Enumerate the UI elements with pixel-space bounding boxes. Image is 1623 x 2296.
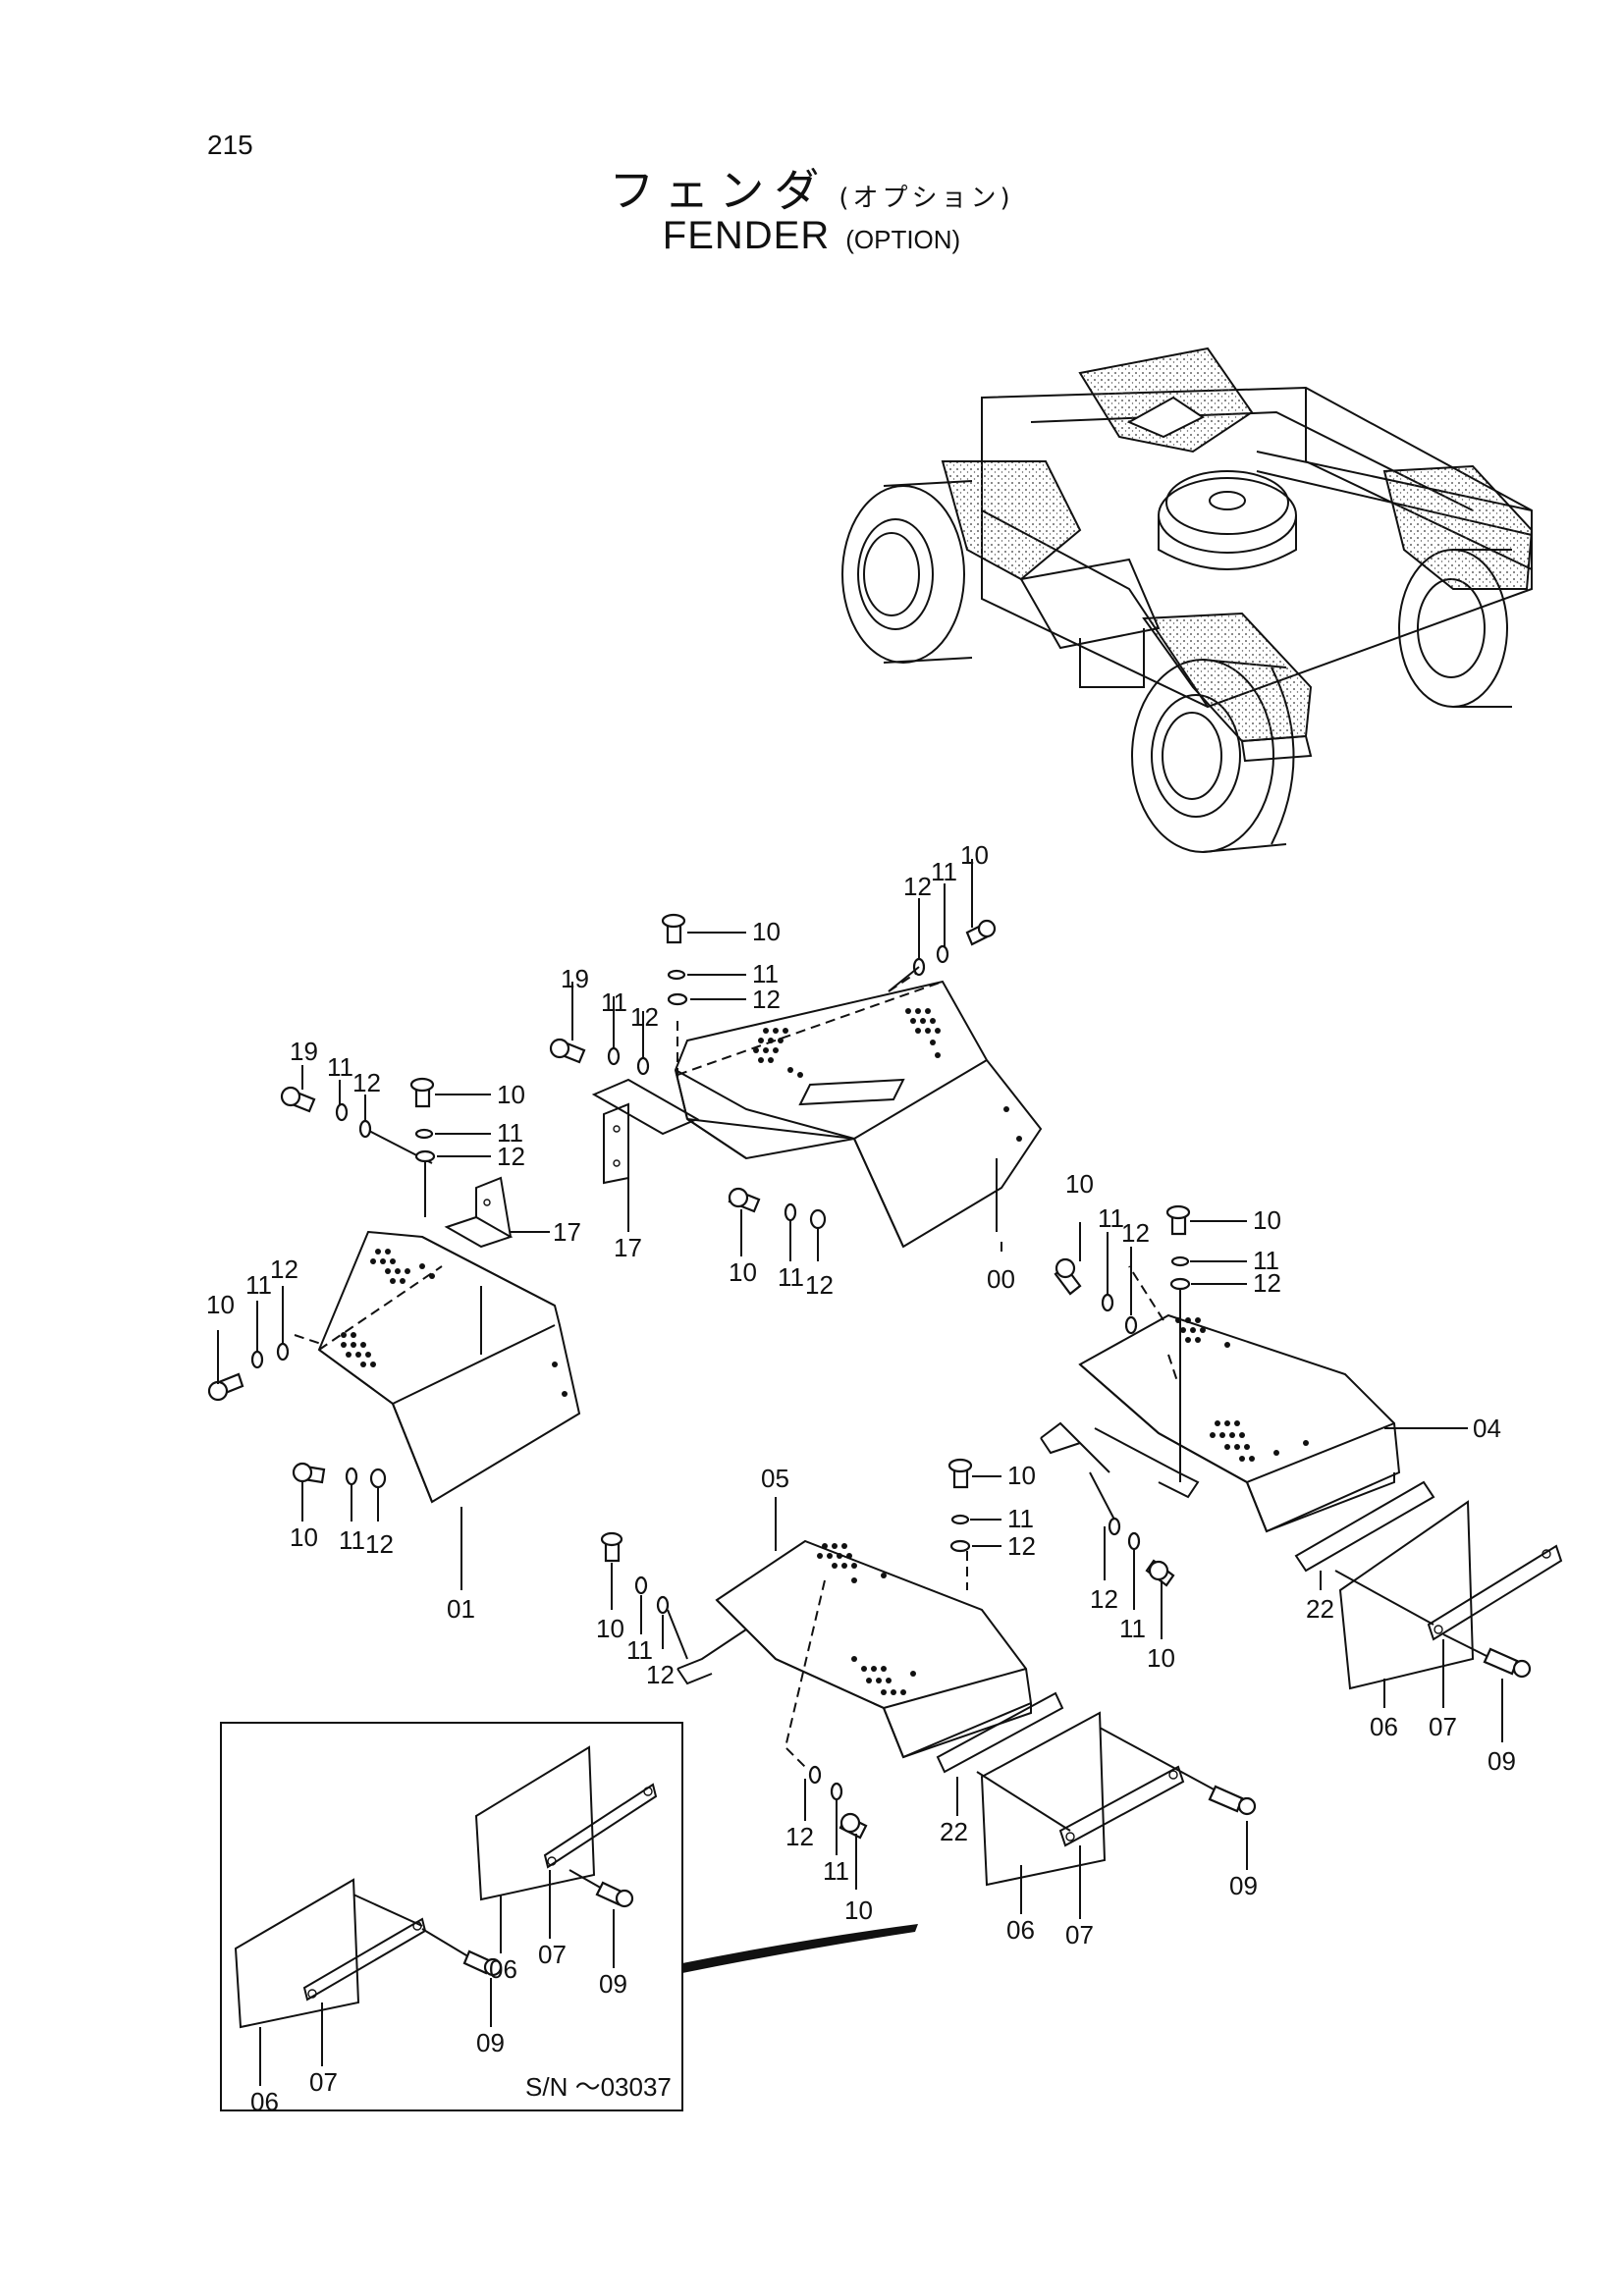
- callout-11: 11: [1007, 1504, 1034, 1533]
- callout-12: 12: [903, 872, 932, 901]
- callout-12: 12: [352, 1068, 381, 1097]
- bolt-09-center: [1208, 1785, 1257, 1816]
- hole-pattern: [817, 1543, 916, 1695]
- callout-10: 10: [1147, 1643, 1175, 1673]
- callout-10: 10: [752, 917, 781, 946]
- callout-10: 10: [1007, 1461, 1036, 1490]
- callout-labels: 10 11 12 19 11 12 12 11 10 17 10 11 12 0…: [206, 840, 1516, 2116]
- callout-09: 09: [476, 2028, 505, 2057]
- callout-00: 00: [987, 1264, 1015, 1294]
- callout-11: 11: [823, 1856, 849, 1886]
- callout-09: 09: [1488, 1746, 1516, 1776]
- callout-06: 06: [1006, 1915, 1035, 1945]
- mudflap-assembly-right: [1294, 1480, 1563, 1690]
- bolt-09-inset-upper: [595, 1881, 634, 1908]
- callout-04: 04: [1473, 1414, 1501, 1443]
- mudflap-assembly-center: [936, 1691, 1257, 1887]
- callout-11: 11: [778, 1262, 804, 1292]
- overview-fender-left-rear: [941, 460, 1082, 581]
- callout-12: 12: [646, 1660, 675, 1689]
- callout-01: 01: [447, 1594, 475, 1624]
- callout-10: 10: [1065, 1169, 1094, 1199]
- inset-pointer-arrow: [682, 1924, 918, 1973]
- fender-part-04: [1040, 1265, 1401, 1533]
- callout-05: 05: [761, 1464, 789, 1493]
- fasteners: [207, 859, 1247, 1890]
- callout-12: 12: [805, 1270, 834, 1300]
- callout-10: 10: [729, 1257, 757, 1287]
- inset-box-earlier-serial: S/N ～03037: [220, 1722, 683, 2111]
- wheel-rear-left: [841, 480, 973, 664]
- callout-09: 09: [1229, 1871, 1258, 1900]
- callout-12: 12: [630, 1002, 659, 1032]
- callout-10: 10: [596, 1614, 624, 1643]
- callout-07: 07: [538, 1940, 567, 1969]
- callout-12: 12: [1007, 1531, 1036, 1561]
- callout-12: 12: [785, 1822, 814, 1851]
- callout-10: 10: [206, 1290, 235, 1319]
- callout-11: 11: [1098, 1203, 1124, 1233]
- bolt-09-inset-lower: [462, 1949, 503, 1977]
- callout-06: 06: [250, 2087, 279, 2116]
- callout-19: 19: [290, 1037, 318, 1066]
- callout-22: 22: [940, 1817, 968, 1846]
- bolt-09-right: [1483, 1647, 1532, 1679]
- callout-10: 10: [844, 1896, 873, 1925]
- title-jp-main: フェンダ: [609, 164, 830, 217]
- fender-part-05: [676, 1539, 1033, 1768]
- callout-10: 10: [960, 840, 989, 870]
- callout-11: 11: [339, 1525, 365, 1555]
- callout-12: 12: [1253, 1268, 1281, 1298]
- callout-12: 12: [497, 1142, 525, 1171]
- callout-07: 07: [309, 2067, 338, 2097]
- callout-06: 06: [489, 1954, 517, 1984]
- title-en-main: FENDER: [662, 214, 831, 257]
- overview-fender-right: [1382, 464, 1534, 590]
- callout-07: 07: [1429, 1712, 1457, 1741]
- callout-06: 06: [1370, 1712, 1398, 1741]
- title-english: FENDER (OPTION): [0, 214, 1623, 258]
- callout-10: 10: [290, 1522, 318, 1552]
- callout-19: 19: [561, 964, 589, 993]
- callout-11: 11: [1119, 1614, 1146, 1643]
- callout-12: 12: [752, 985, 781, 1014]
- machine-overview-drawing: [841, 347, 1534, 853]
- callout-12: 12: [270, 1255, 298, 1284]
- fender-part-01: [294, 1230, 581, 1504]
- hole-pattern: [341, 1249, 568, 1397]
- page-number: 215: [207, 130, 253, 160]
- overview-fender-top: [1078, 347, 1254, 454]
- hole-pattern: [1175, 1317, 1309, 1462]
- callout-10: 10: [497, 1080, 525, 1109]
- title-en-sub: (OPTION): [845, 225, 961, 254]
- serial-number-note: S/N ～03037: [525, 2072, 672, 2102]
- callout-11: 11: [497, 1118, 523, 1148]
- title-jp-sub: (オプション): [839, 184, 1014, 213]
- bracket-part-17-left: [444, 1176, 514, 1249]
- overview-fender-front: [1142, 612, 1313, 743]
- fender-part-00: [674, 971, 1043, 1249]
- callout-11: 11: [1253, 1246, 1279, 1275]
- callout-22: 22: [1306, 1594, 1334, 1624]
- callout-11: 11: [245, 1270, 272, 1300]
- callout-12: 12: [1121, 1218, 1150, 1248]
- callout-12: 12: [365, 1529, 394, 1559]
- callout-11: 11: [626, 1635, 653, 1665]
- title-japanese: フェンダ (オプション): [0, 155, 1623, 220]
- callout-17: 17: [553, 1217, 581, 1247]
- callout-10: 10: [1253, 1205, 1281, 1235]
- callout-17: 17: [614, 1233, 642, 1262]
- callout-11: 11: [327, 1052, 353, 1082]
- callout-11: 11: [931, 857, 957, 886]
- callout-11: 11: [601, 988, 627, 1017]
- callout-07: 07: [1065, 1920, 1094, 1949]
- leader-lines: [460, 1178, 1503, 1919]
- callout-11: 11: [752, 959, 779, 988]
- callout-09: 09: [599, 1969, 627, 1999]
- hole-pattern: [753, 1008, 1022, 1142]
- callout-12: 12: [1090, 1584, 1118, 1614]
